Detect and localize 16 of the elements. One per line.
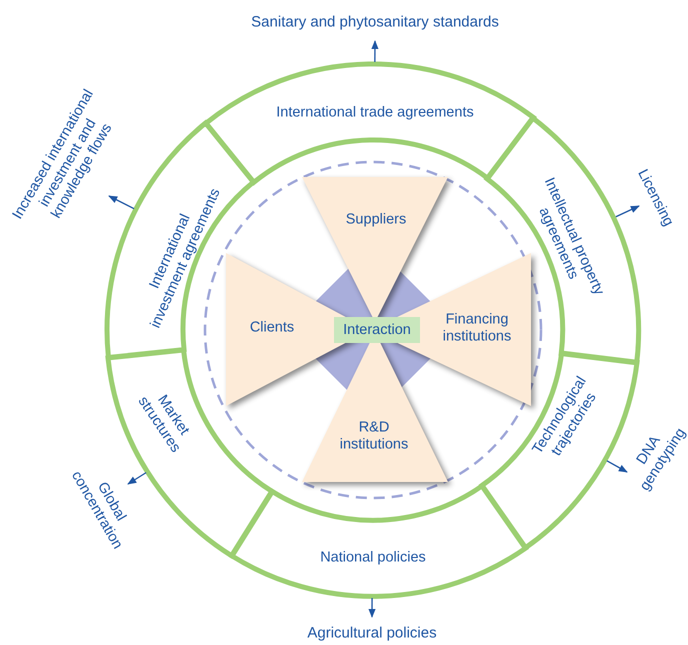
triangle-label: R&D institutions <box>338 419 410 453</box>
triangle-label: Financing institutions <box>442 311 512 345</box>
center-label: Interaction <box>343 322 411 338</box>
center-box <box>334 317 420 343</box>
arrow <box>368 598 376 618</box>
arrow <box>371 40 379 62</box>
segment-label: International trade agreements <box>275 104 475 122</box>
arrow <box>606 460 628 473</box>
segment-label: National policies <box>319 550 427 566</box>
arrow <box>108 195 134 210</box>
triangle-label: Clients <box>248 320 296 336</box>
triangle-label: Suppliers <box>344 212 408 228</box>
arrow <box>127 472 146 485</box>
outcome-label: Sanitary and phytosanitary standards <box>210 13 540 31</box>
arrow <box>616 205 640 218</box>
outcome-label: Agricultural policies <box>262 624 482 642</box>
